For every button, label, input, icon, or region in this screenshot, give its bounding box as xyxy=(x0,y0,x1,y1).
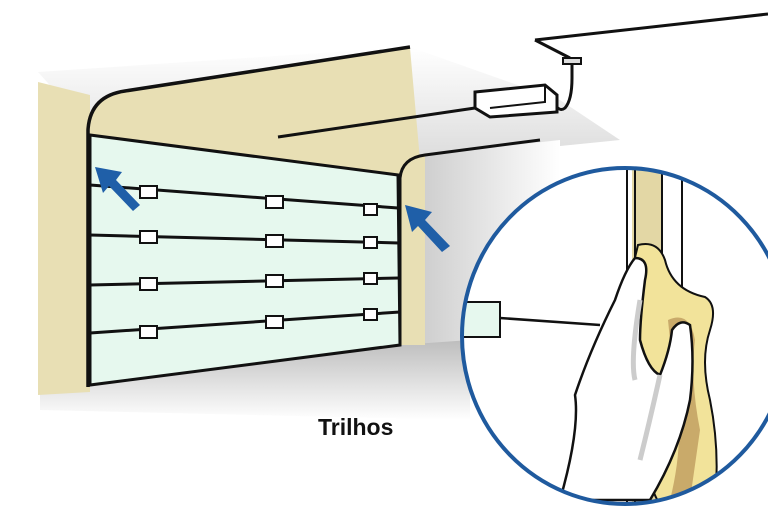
detail-circle xyxy=(460,166,768,506)
ceiling-rail xyxy=(277,106,476,139)
caption-label: Trilhos xyxy=(318,414,394,440)
floor xyxy=(40,340,470,420)
door-panels xyxy=(89,183,401,339)
door-frame xyxy=(86,45,411,387)
arrow-icon xyxy=(95,167,140,211)
garage-opener-icon xyxy=(473,12,768,119)
right-frame xyxy=(398,138,541,345)
door-header-wall xyxy=(88,48,420,175)
hand-icon xyxy=(558,256,694,502)
right-wall-post xyxy=(400,155,425,345)
arrow-icon xyxy=(405,205,450,252)
garage-door xyxy=(88,133,402,387)
left-wall xyxy=(38,82,90,395)
